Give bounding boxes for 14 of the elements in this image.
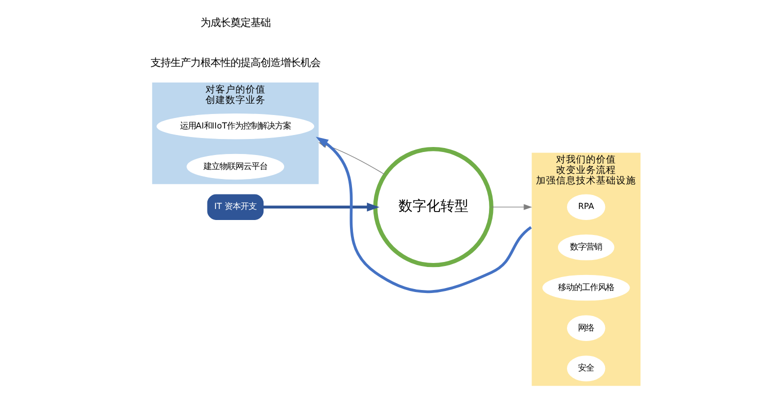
node-ellipse: 移动的工作风格 bbox=[542, 274, 630, 301]
node-ellipse: RPA bbox=[566, 194, 605, 220]
node-box: IT 资本开支 bbox=[206, 194, 264, 220]
label: 支持生产力根本性的提高创造增长机会 bbox=[150, 57, 320, 70]
label: 为成长奠定基础 bbox=[200, 16, 270, 29]
node-ellipse: 运用AI和IIoT作为控制解决方案 bbox=[156, 113, 314, 140]
node-ellipse: 建立物联网云平台 bbox=[186, 154, 284, 180]
arrow bbox=[262, 202, 379, 212]
node-circle: 数字化转型 bbox=[372, 146, 493, 268]
arrow bbox=[315, 136, 532, 293]
node-ellipse: 网络 bbox=[566, 315, 605, 341]
node-ellipse: 数字营销 bbox=[557, 234, 614, 260]
arrow bbox=[490, 204, 532, 210]
node-ellipse: 安全 bbox=[566, 356, 605, 382]
